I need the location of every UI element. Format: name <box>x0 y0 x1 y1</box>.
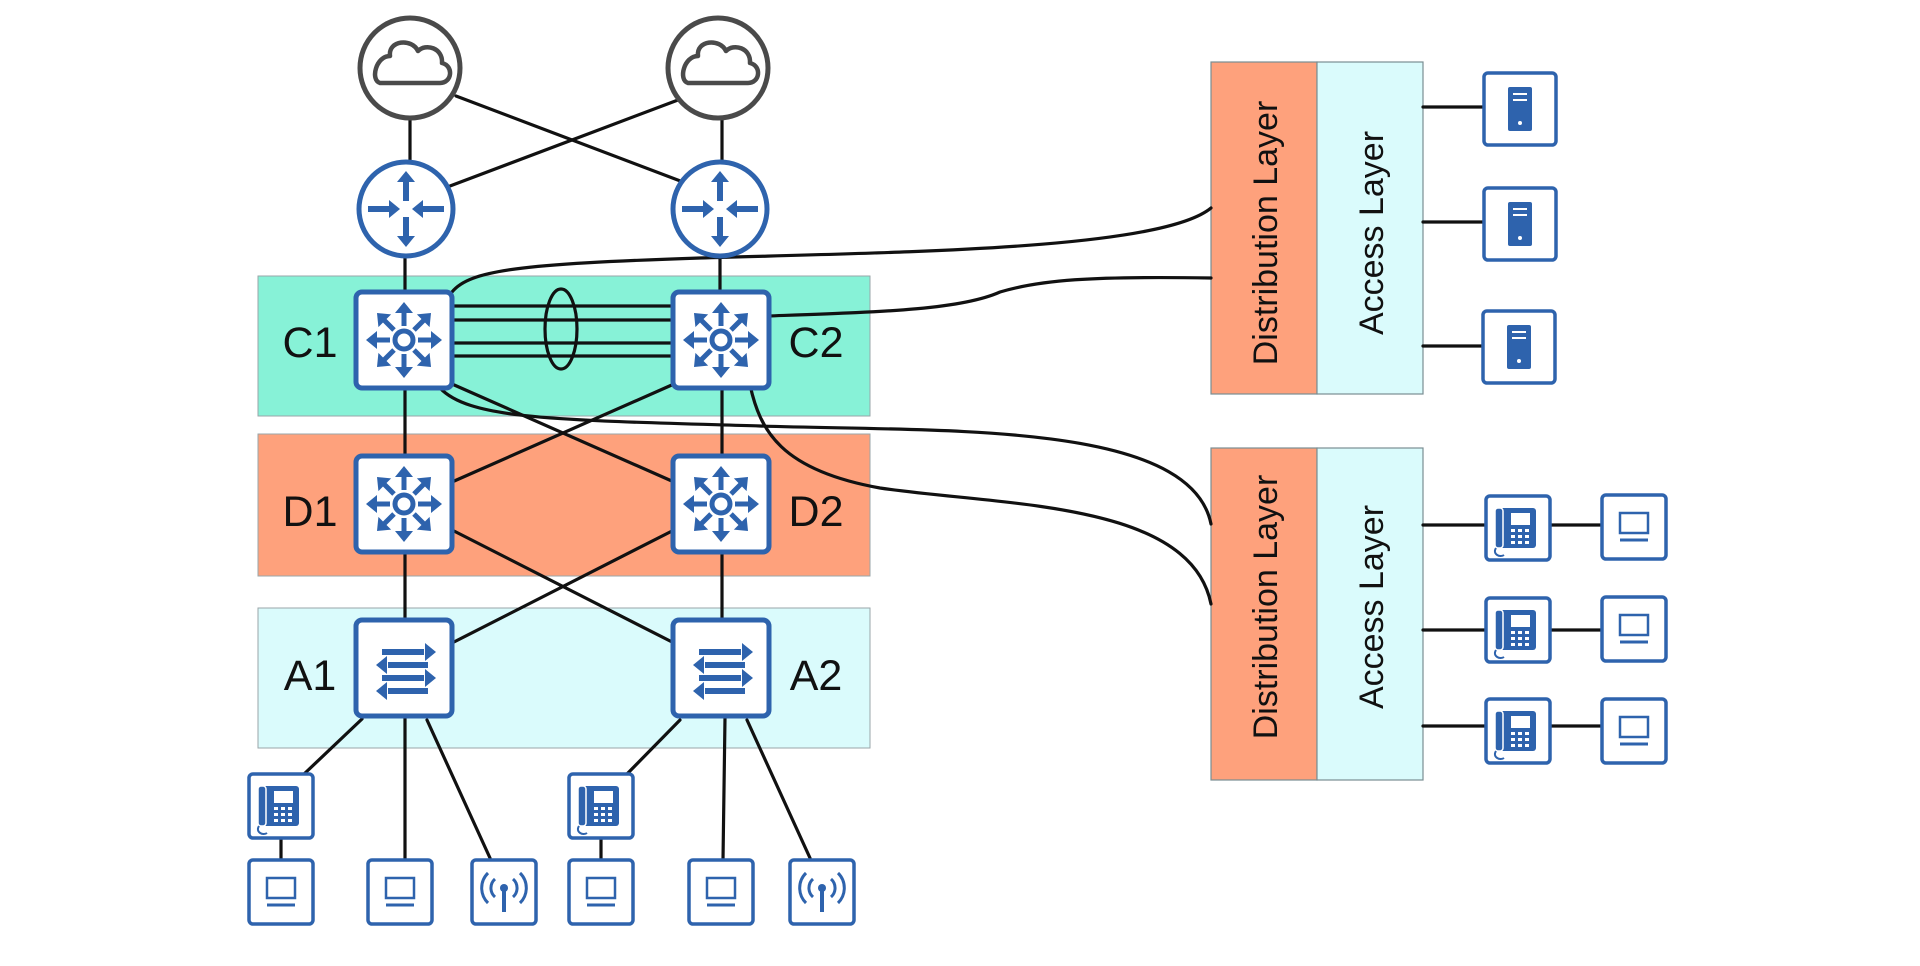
link-a1-phone1 <box>301 717 364 777</box>
etherchannel-bundle <box>543 287 579 371</box>
server-icon[interactable] <box>1481 309 1557 385</box>
link-cloud2-router1 <box>448 98 680 188</box>
link-a2-phone2 <box>624 718 682 777</box>
access-band <box>257 607 871 749</box>
upper-distribution-layer-label: Distribution Layer <box>1247 101 1285 366</box>
link-c2-upper-distribution <box>766 275 1213 318</box>
server-icon[interactable] <box>1482 71 1558 147</box>
upper-access-layer <box>1316 61 1424 395</box>
upper-distribution-layer <box>1210 61 1318 395</box>
distribution-left-label: D1 <box>283 488 338 536</box>
lower-distribution-layer-label: Distribution Layer <box>1247 475 1285 740</box>
link-cloud1-router2 <box>454 94 685 184</box>
cloud-icon <box>360 18 460 118</box>
upper-block: Distribution Layer Access Layer <box>1210 61 1424 395</box>
switch-icon[interactable] <box>673 620 769 716</box>
wireless-ap-icon[interactable] <box>788 858 856 926</box>
router-icon[interactable] <box>359 162 453 256</box>
link-c1-upper-distribution <box>450 206 1213 294</box>
ip-phone-icon[interactable] <box>1484 494 1552 562</box>
multilayer-switch-icon[interactable] <box>356 456 452 552</box>
pc-icon[interactable] <box>567 858 635 926</box>
ip-phone-icon[interactable] <box>247 772 315 840</box>
ip-phone-icon[interactable] <box>1484 697 1552 765</box>
links <box>279 94 1604 864</box>
multilayer-switch-icon[interactable] <box>673 456 769 552</box>
link-a2-pc4 <box>721 716 727 862</box>
multilayer-switch-icon[interactable] <box>673 292 769 388</box>
lower-access-layer <box>1316 447 1424 781</box>
router-icon[interactable] <box>673 162 767 256</box>
link-a1-ap1 <box>425 718 492 860</box>
lower-distribution-layer <box>1210 447 1318 781</box>
pc-icon[interactable] <box>1600 595 1668 663</box>
core-band <box>257 275 871 417</box>
cloud-icon <box>668 18 768 118</box>
access-right-label: A2 <box>790 652 843 700</box>
wireless-ap-icon[interactable] <box>470 858 538 926</box>
multilayer-switch-icon[interactable] <box>356 292 452 388</box>
pc-icon[interactable] <box>366 858 434 926</box>
core-right-label: C2 <box>789 319 844 367</box>
distribution-right-label: D2 <box>789 488 844 536</box>
pc-icon[interactable] <box>687 858 755 926</box>
pc-icon[interactable] <box>1600 697 1668 765</box>
lower-block: Distribution Layer Access Layer <box>1210 447 1424 781</box>
pc-icon[interactable] <box>1600 493 1668 561</box>
link-a2-ap2 <box>745 718 812 860</box>
ip-phone-icon[interactable] <box>567 772 635 840</box>
ip-phone-icon[interactable] <box>1484 596 1552 664</box>
access-left-label: A1 <box>284 652 337 700</box>
upper-access-layer-label: Access Layer <box>1353 131 1391 335</box>
core-left-label: C1 <box>283 319 338 367</box>
link-d2-a1 <box>450 528 676 645</box>
server-icon[interactable] <box>1482 186 1558 262</box>
pc-icon[interactable] <box>247 858 315 926</box>
link-c2-lower-distribution <box>748 383 1213 606</box>
link-c1-lower-distribution <box>438 386 1213 526</box>
distribution-band <box>257 433 871 577</box>
switch-icon[interactable] <box>356 620 452 716</box>
link-c2-d1 <box>450 382 676 484</box>
lower-access-layer-label: Access Layer <box>1353 505 1391 709</box>
